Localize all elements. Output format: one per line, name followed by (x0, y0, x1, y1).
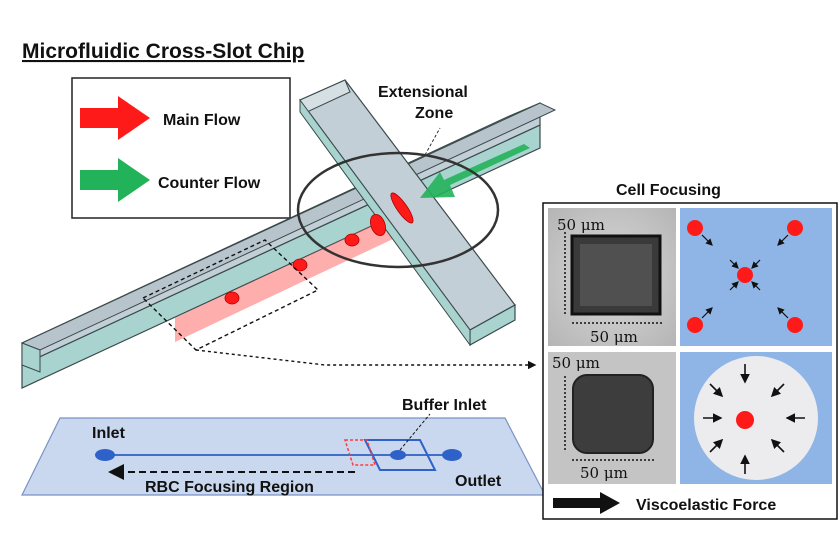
center-focused-cell (736, 411, 754, 429)
radial-force-arrows (703, 364, 805, 474)
square-focusing-cells (687, 220, 803, 333)
micrograph-square (548, 208, 676, 346)
scale-top-left: 50 μm (557, 216, 605, 234)
extensional-label-2: Zone (415, 105, 453, 122)
outlet-label: Outlet (455, 473, 502, 490)
cell-focusing-title: Cell Focusing (616, 182, 721, 199)
chip-plate (21, 413, 546, 496)
viscoelastic-force-label: Viscoelastic Force (636, 497, 776, 514)
extensional-zone-ring (296, 151, 500, 269)
legend-counter-flow: Counter Flow (158, 175, 261, 192)
counter-flow-arrow-icon (80, 158, 150, 202)
scale-bottom-left: 50 μm (552, 354, 600, 372)
red-blood-cells (224, 192, 414, 305)
legend-main-flow: Main Flow (163, 112, 241, 129)
viscoelastic-force-arrow-icon (553, 492, 620, 514)
counter-flow-channel-arrow-icon (420, 144, 530, 198)
main-flow-arrow-icon (80, 96, 150, 140)
schematic-square-channel (680, 208, 832, 346)
inlet-label: Inlet (92, 425, 126, 442)
rbc-focusing-region-label: RBC Focusing Region (145, 479, 314, 496)
page-title: Microfluidic Cross-Slot Chip (22, 40, 304, 63)
buffer-inlet-label: Buffer Inlet (402, 397, 487, 414)
legend: Main Flow Counter Flow (71, 77, 291, 219)
scale-top-bottom: 50 μm (590, 328, 638, 346)
scale-bottom-bottom: 50 μm (580, 464, 628, 482)
extensional-label-1: Extensional (378, 84, 468, 101)
micrograph-circle (548, 352, 676, 484)
